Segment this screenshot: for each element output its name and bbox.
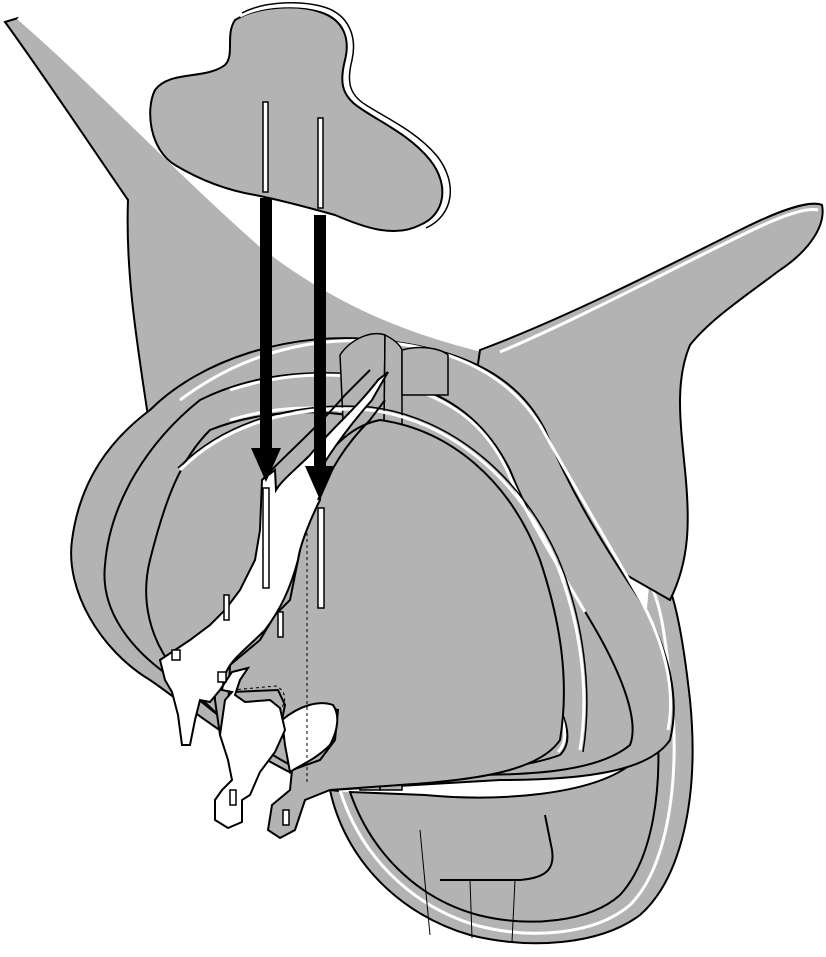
slot-left-upper <box>263 488 269 588</box>
slot-right-lower <box>278 612 283 637</box>
arrow-left-shaft <box>260 198 272 453</box>
slot-left-tooth <box>172 650 180 660</box>
spine-panel-3 <box>402 348 448 395</box>
crest-slot-right <box>318 118 323 208</box>
slot-bottom-left <box>230 790 236 805</box>
arrow-right-shaft <box>314 215 326 470</box>
crest-slot-left <box>263 102 268 192</box>
slot-bottom-right <box>283 810 289 825</box>
slot-left-lower <box>224 595 229 620</box>
slot-right-upper <box>318 508 324 608</box>
slot-right-tooth <box>218 672 226 682</box>
